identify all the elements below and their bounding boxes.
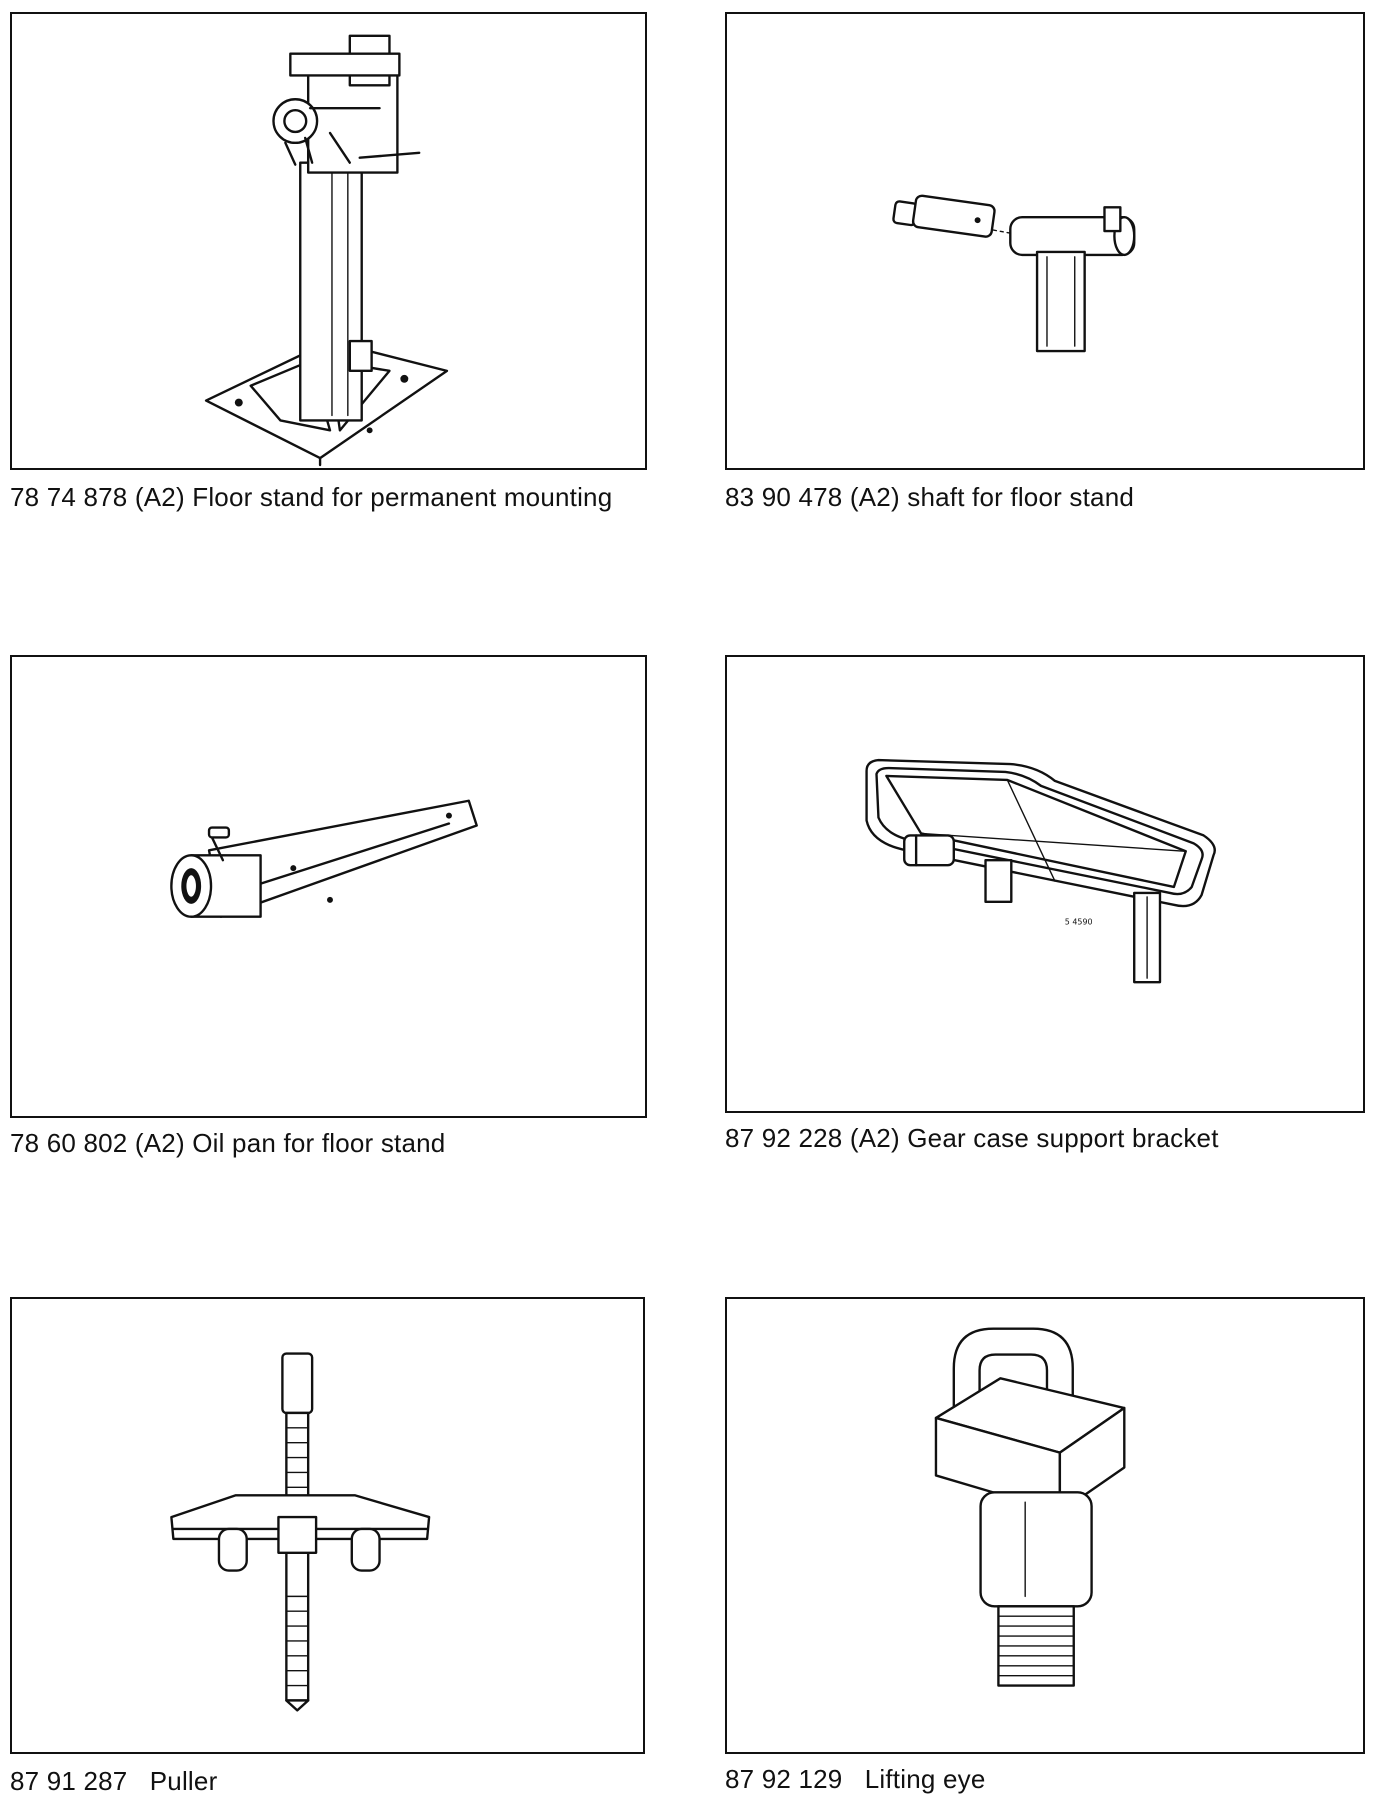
part-number: 78 74 878	[10, 482, 128, 512]
tool-description: Lifting eye	[864, 1764, 986, 1794]
tool-caption-gear-case-bracket: 87 92 228 (A2) Gear case support bracket	[725, 1123, 1219, 1154]
tool-caption-puller: 87 91 287 Puller	[10, 1766, 217, 1797]
part-number: 87 92 129	[725, 1764, 843, 1794]
tool-description: (A2) Oil pan for floor stand	[134, 1128, 446, 1158]
tool-figure-floor-stand	[10, 12, 647, 470]
tool-caption-oil-pan: 78 60 802 (A2) Oil pan for floor stand	[10, 1128, 445, 1159]
tool-description: Puller	[149, 1766, 218, 1796]
floor-stand-drawing	[204, 34, 449, 467]
tool-caption-lifting-eye: 87 92 129 Lifting eye	[725, 1764, 985, 1795]
puller-drawing	[170, 1352, 431, 1712]
part-number: 87 91 287	[10, 1766, 128, 1796]
shaft-drawing	[892, 194, 1136, 353]
tool-description: (A2) Floor stand for permanent mounting	[134, 482, 613, 512]
tool-description: (A2) shaft for floor stand	[849, 482, 1135, 512]
gear-case-tray-drawing: 5 4590	[865, 758, 1216, 984]
oil-pan-bracket-drawing	[170, 799, 478, 918]
tool-figure-gear-case-bracket: 5 4590	[725, 655, 1365, 1113]
lifting-eye-drawing	[934, 1327, 1126, 1687]
tool-caption-shaft: 83 90 478 (A2) shaft for floor stand	[725, 482, 1134, 513]
part-number: 78 60 802	[10, 1128, 128, 1158]
figure-code: 5 4590	[1065, 918, 1093, 927]
tool-caption-floor-stand: 78 74 878 (A2) Floor stand for permanent…	[10, 482, 612, 513]
part-number: 83 90 478	[725, 482, 843, 512]
tool-figure-oil-pan	[10, 655, 647, 1118]
tool-figure-puller	[10, 1297, 645, 1754]
part-number: 87 92 228	[725, 1123, 843, 1153]
tool-description: (A2) Gear case support bracket	[849, 1123, 1219, 1153]
tool-figure-shaft	[725, 12, 1365, 470]
tool-figure-lifting-eye	[725, 1297, 1365, 1754]
